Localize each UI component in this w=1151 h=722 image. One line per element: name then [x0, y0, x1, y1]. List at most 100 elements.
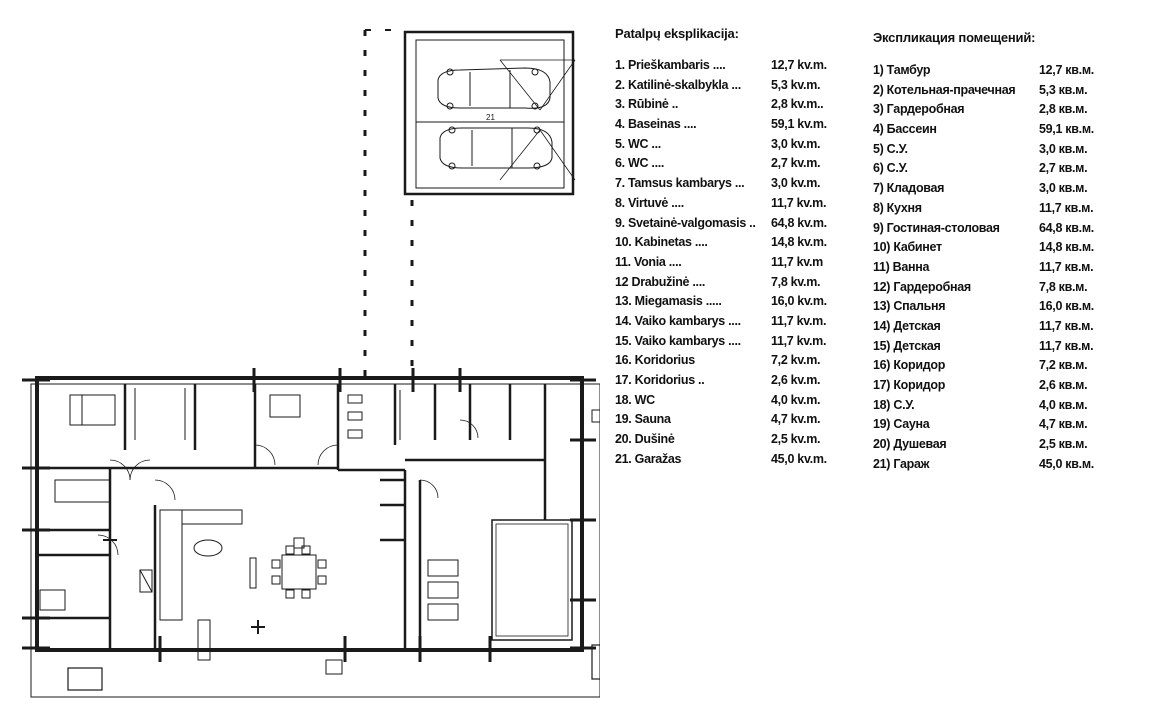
legend-item: 17) Коридор 2,6 кв.м.	[873, 378, 1143, 398]
legend-item: 4) Бассеин 59,1 кв.м.	[873, 122, 1143, 142]
legend-list-lt: 1. Prieškambaris .... 12,7 kv.m. 2. Katili…	[615, 58, 855, 471]
room-area: 16,0 kv.m.	[771, 294, 827, 309]
room-area: 2,8 кв.м.	[1039, 102, 1088, 117]
legend-item: 2. Katilinė-skalbykla ... 5,3 kv.m.	[615, 78, 855, 98]
room-name: 1. Prieškambaris ....	[615, 58, 726, 72]
room-area: 11,7 kv.m.	[771, 195, 827, 210]
room-name: 3) Гардеробная	[873, 102, 965, 117]
dining-table	[249, 537, 327, 599]
legend-item: 7. Tamsus kambarys ... 3,0 kv.m.	[615, 176, 855, 196]
room-area: 45,0 кв.м.	[1039, 456, 1094, 471]
wardrobe	[134, 388, 401, 440]
room-area: 11,7 kv.m	[771, 254, 823, 269]
room-name: 14) Детская	[873, 318, 941, 333]
room-name: 21) Гараж	[873, 456, 930, 471]
room-area: 2,7 kv.m.	[771, 156, 821, 171]
car-icon	[439, 126, 553, 170]
room-name: 18. WC	[615, 392, 655, 407]
room-area: 59,1 kv.m.	[771, 117, 827, 132]
legend-item: 20) Душевая 2,5 кв.м.	[873, 437, 1143, 457]
room-name: 13) Спальня	[873, 299, 946, 314]
room-area: 2,6 kv.m.	[771, 373, 821, 387]
legend-item: 11. Vonia .... 11,7 kv.m	[615, 255, 855, 275]
room-area: 3,0 кв.м.	[1039, 181, 1088, 196]
kitchen	[159, 509, 243, 621]
room-name: 5. WC ...	[615, 136, 661, 151]
room-name: 2. Katilinė-skalbykla ...	[615, 77, 741, 92]
room-name: 20) Душевая	[873, 437, 947, 452]
legend-item: 12 Drabužinė .... 7,8 kv.m.	[615, 275, 855, 295]
legend-item: 1. Prieškambaris .... 12,7 kv.m.	[615, 58, 855, 78]
room-area: 7,8 кв.м.	[1039, 279, 1088, 294]
room-area: 3,0 kv.m.	[771, 176, 821, 191]
room-name: 17. Koridorius ..	[615, 373, 705, 387]
legend-item: 13. Miegamasis ..... 16,0 kv.m.	[615, 294, 855, 314]
room-name: 18) С.У.	[873, 397, 915, 412]
room-area: 5,3 kv.m.	[771, 77, 821, 92]
legend-item: 14) Детская 11,7 кв.м.	[873, 319, 1143, 339]
room-name: 16. Koridorius	[615, 353, 695, 368]
room-area: 59,1 кв.м.	[1039, 122, 1094, 137]
legend-item: 7) Кладовая 3,0 кв.м.	[873, 181, 1143, 201]
column-markers	[103, 533, 265, 634]
legend-item: 19. Sauna 4,7 kv.m.	[615, 412, 855, 432]
room-name: 14. Vaiko kambarys ....	[615, 313, 741, 328]
room-area: 7,8 kv.m.	[771, 274, 821, 289]
room-area: 7,2 кв.м.	[1039, 358, 1088, 373]
walkway-columns	[363, 29, 414, 378]
room-name: 20. Dušinė	[615, 432, 675, 447]
room-area: 2,6 кв.м.	[1039, 378, 1088, 392]
legend-item: 17. Koridorius .. 2,6 kv.m.	[615, 373, 855, 393]
legend-item: 8. Virtuvė .... 11,7 kv.m.	[615, 196, 855, 216]
room-name: 13. Miegamasis .....	[615, 294, 722, 309]
outdoor-square	[67, 667, 103, 691]
room-name: 19. Sauna	[615, 412, 671, 427]
room-name: 8. Virtuvė ....	[615, 195, 684, 210]
room-name: 11) Ванна	[873, 259, 930, 274]
legend-item: 4. Baseinas ....59,1 kv.m.	[615, 117, 855, 137]
legend-title-lt: Patalpų eksplikacija:	[615, 26, 739, 41]
car-icon	[437, 67, 551, 110]
room-area: 64,8 kv.m.	[771, 215, 827, 230]
room-area: 4,0 kv.m.	[771, 392, 821, 407]
room-area: 12,7 кв.м.	[1039, 63, 1094, 77]
legend-lithuanian: Patalpų eksplikacija: 1. Prieškambaris .…	[615, 26, 855, 471]
room-area: 2,7 кв.м.	[1039, 161, 1088, 176]
room-area: 14,8 кв.м.	[1039, 240, 1094, 255]
room-name: 9) Гостиная-столовая	[873, 220, 1000, 235]
room-name: 9. Svetainė-valgomasis ..	[615, 215, 756, 230]
room-name: 12 Drabužinė ....	[615, 274, 706, 289]
room-name: 11. Vonia ....	[615, 254, 682, 269]
room-area: 4,0 кв.м.	[1039, 397, 1088, 412]
room-area: 11,7 кв.м.	[1039, 200, 1094, 215]
room-name: 15. Vaiko kambarys ....	[615, 333, 741, 348]
room-name: 7) Кладовая	[873, 181, 945, 196]
room-area: 11,7 кв.м.	[1039, 318, 1094, 333]
room-name: 5) С.У.	[873, 141, 908, 156]
room-name: 17) Коридор	[873, 378, 946, 392]
beds	[39, 394, 301, 611]
legend-item: 5) С.У.3,0 кв.м.	[873, 142, 1143, 162]
legend-item: 14. Vaiko kambarys ....11,7 kv.m.	[615, 314, 855, 334]
room-name: 10) Кабинет	[873, 240, 942, 255]
room-name: 10. Kabinetas ....	[615, 235, 708, 250]
outdoor-square	[591, 409, 600, 423]
room-name: 7. Tamsus kambarys ...	[615, 176, 745, 191]
room-name: 4) Бассеин	[873, 122, 937, 137]
room-name: 15) Детская	[873, 338, 941, 353]
room-area: 12,7 kv.m.	[771, 58, 827, 72]
room-area: 11,7 кв.м.	[1039, 338, 1094, 353]
room-area: 4,7 kv.m.	[771, 412, 821, 427]
floor-plan: 21	[22, 29, 600, 698]
room-area: 2,5 кв.м.	[1039, 437, 1088, 452]
room-name: 16) Коридор	[873, 358, 946, 373]
pool-loungers	[427, 559, 459, 621]
